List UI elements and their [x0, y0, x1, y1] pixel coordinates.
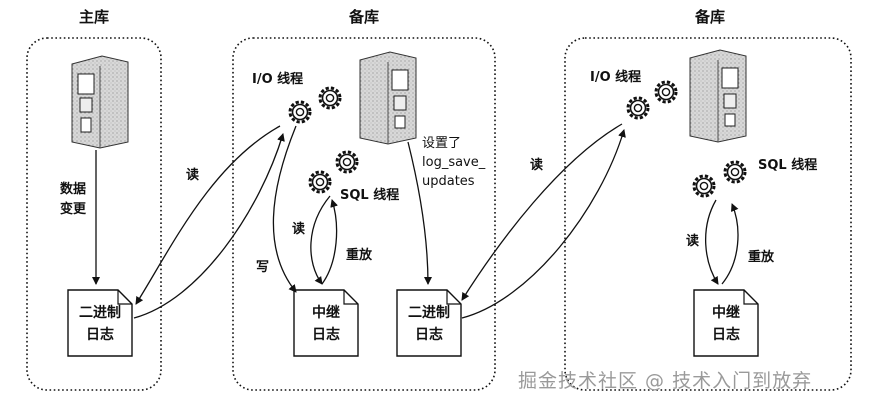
- slave2-sql-read-label: 读: [686, 234, 700, 249]
- slave2-sql-read-arrow: [705, 199, 719, 285]
- slave1-binlog-doc: [396, 289, 462, 357]
- slave2-replay-label: 重放: [748, 250, 775, 265]
- master-binlog-label-line1: 二进制: [79, 305, 121, 321]
- slave2-read-arrow: [461, 123, 623, 301]
- slave1-replay-arrow: [321, 199, 338, 285]
- slave2-server-icon: [689, 49, 747, 143]
- slave1-io-thread-label: I/O 线程: [252, 72, 304, 87]
- slave1-sql-read-label: 读: [292, 222, 306, 237]
- slave2-replay-arrow: [721, 203, 739, 285]
- slave1-sql-read-arrow: [310, 195, 331, 285]
- slave1-setting-line2: log_save_: [422, 155, 486, 170]
- slave1-setting-line1: 设置了: [422, 136, 462, 151]
- slave2-io-thread-label: I/O 线程: [590, 70, 642, 85]
- slave1-fetch-arrow: [133, 133, 285, 319]
- master-binlog-doc: [67, 289, 133, 357]
- slave1-sql-thread-label: SQL 线程: [340, 188, 400, 203]
- slave1-binlog-label: 二进制 日志: [397, 302, 461, 346]
- master-box: [26, 37, 162, 391]
- slave1-relaylog-label-line2: 日志: [312, 327, 340, 343]
- slave1-title: 备库: [348, 8, 379, 26]
- slave1-io-gear-icon: [288, 86, 342, 124]
- slave1-replay-label: 重放: [346, 248, 373, 263]
- slave2-read-label: 读: [530, 158, 544, 173]
- master-change-label-line2: 变更: [60, 202, 87, 217]
- slave2-title: 备库: [694, 8, 725, 26]
- master-server-icon: [71, 55, 129, 149]
- master-binlog-label: 二进制 日志: [68, 302, 132, 346]
- slave1-relaylog-doc: [293, 289, 359, 357]
- slave1-write-arrow: [272, 125, 297, 293]
- master-title: 主库: [78, 8, 109, 26]
- slave1-binlog-arrow: [407, 141, 432, 285]
- slave1-server-icon: [359, 51, 417, 145]
- slave1-read-arrow: [135, 125, 281, 305]
- slave1-setting-note: 设置了 log_save_ updates: [422, 134, 485, 191]
- watermark: 掘金技术社区 @ 技术入门到放弃: [518, 370, 813, 392]
- slave1-binlog-label-line2: 日志: [415, 327, 443, 343]
- slave2-relaylog-label-line1: 中继: [712, 305, 740, 321]
- slave2-sql-thread-label: SQL 线程: [758, 158, 818, 173]
- master-change-label-line1: 数据: [60, 182, 87, 197]
- slave1-relaylog-label-line1: 中继: [312, 305, 340, 321]
- slave2-fetch-arrow: [461, 129, 626, 319]
- master-binlog-label-line2: 日志: [86, 327, 114, 343]
- slave2-box: [564, 37, 852, 391]
- slave1-write-label: 写: [256, 260, 270, 275]
- slave2-relaylog-doc: [693, 289, 759, 357]
- slave1-setting-line3: updates: [422, 174, 475, 189]
- master-change-label: 数据 变更: [60, 180, 86, 220]
- slave2-relaylog-label-line2: 日志: [712, 327, 740, 343]
- slave1-relaylog-label: 中继 日志: [294, 302, 358, 346]
- slave1-read-label: 读: [186, 168, 200, 183]
- slave2-sql-gear-icon: [692, 160, 747, 198]
- slave1-binlog-label-line1: 二进制: [408, 305, 450, 321]
- slave2-relaylog-label: 中继 日志: [694, 302, 758, 346]
